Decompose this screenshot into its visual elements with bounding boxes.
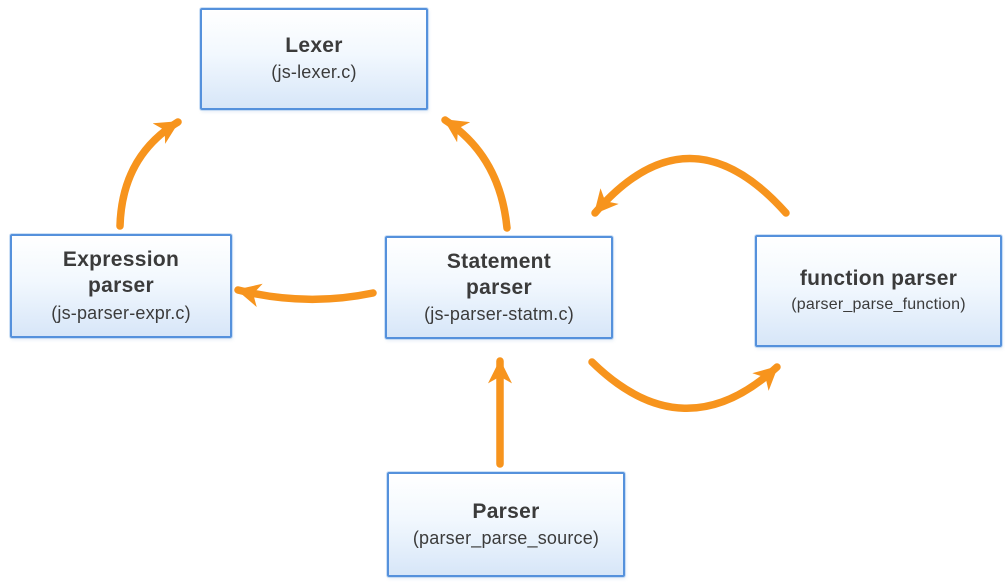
node-lexer-subtitle: (js-lexer.c) — [271, 62, 357, 83]
arrow-expression_parser-to-lexer — [116, 118, 182, 230]
node-statement-parser-title: Statement parser — [446, 249, 552, 299]
node-expression-parser-subtitle: (js-parser-expr.c) — [51, 302, 191, 323]
arrow-statement_parser-to-lexer — [441, 116, 511, 232]
node-statement-parser-subtitle: (js-parser-statm.c) — [424, 304, 574, 325]
node-function-parser-subtitle: (parser_parse_function) — [791, 295, 966, 313]
node-function-parser-title: function parser — [799, 267, 958, 291]
node-parser-title: Parser — [472, 499, 540, 523]
node-parser: Parser (parser_parse_source) — [387, 472, 625, 577]
node-parser-subtitle: (parser_parse_source) — [412, 527, 600, 548]
node-expression-parser-title: Expression parser — [62, 248, 180, 298]
node-function-parser: function parser (parser_parse_function) — [755, 235, 1002, 347]
arrow-statement_parser-to-function_parser — [588, 358, 781, 412]
arrow-function_parser-to-statement_parser — [591, 154, 790, 217]
node-lexer: Lexer (js-lexer.c) — [200, 8, 428, 110]
node-statement-parser: Statement parser (js-parser-statm.c) — [385, 236, 613, 339]
arrow-statement_parser-to-expression_parser — [234, 283, 377, 308]
node-lexer-title: Lexer — [285, 34, 343, 58]
node-expression-parser: Expression parser (js-parser-expr.c) — [10, 234, 232, 338]
